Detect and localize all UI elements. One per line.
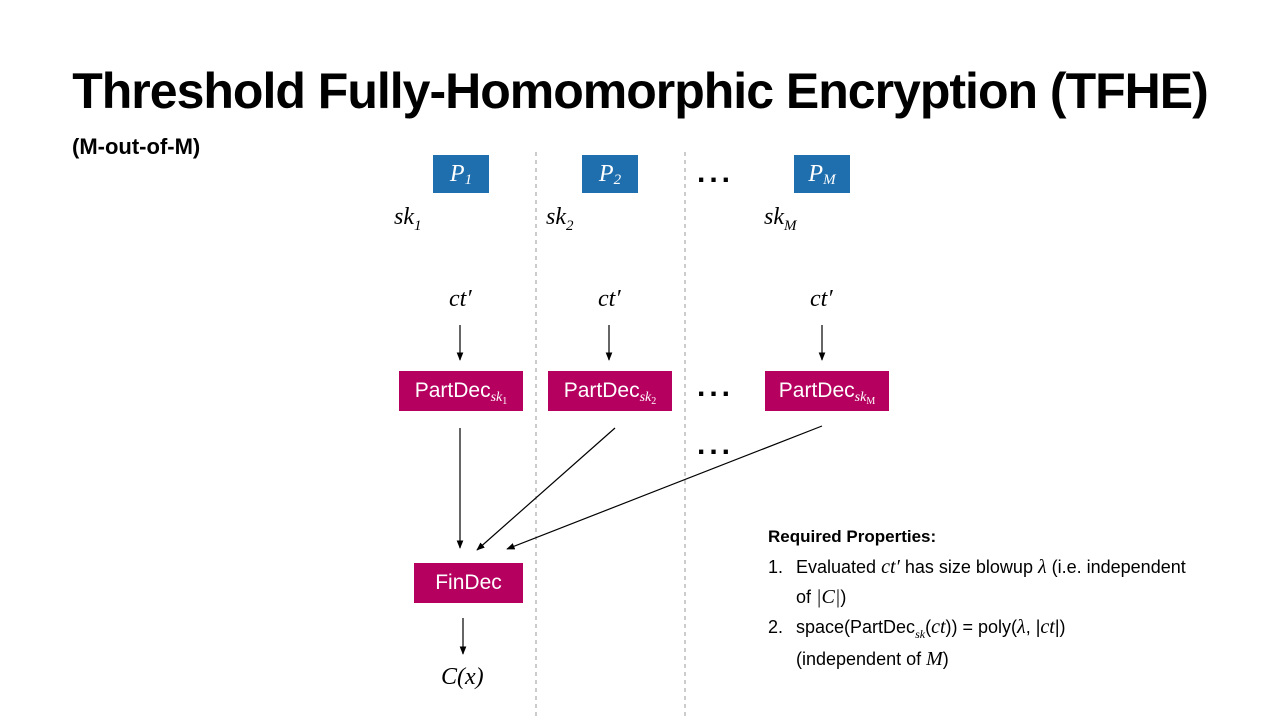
connector-ellipsis: ... — [697, 428, 735, 461]
party-label: P — [808, 160, 824, 187]
output-label: C(x) — [441, 664, 484, 690]
ciphertext-m: ct′ — [810, 286, 833, 312]
party-ellipsis: ... — [697, 156, 735, 189]
party-label: P — [449, 160, 465, 187]
secret-key-1: sk1 — [394, 204, 422, 234]
party-label: P — [598, 160, 614, 187]
slide-subtitle: (M-out-of-M) — [72, 134, 201, 159]
slide-title: Threshold Fully-Homomorphic Encryption (… — [72, 63, 1209, 119]
partdec-ellipsis: ... — [697, 370, 735, 403]
secret-key-m: skM — [764, 204, 797, 234]
findec-box: FinDec — [414, 563, 523, 603]
properties-heading: Required Properties: — [768, 527, 937, 546]
party-subscript: 1 — [464, 171, 473, 188]
ciphertext-1: ct′ — [449, 286, 472, 312]
property-item-1: 1. Evaluated ct′ has size blowup λ (i.e.… — [768, 556, 1186, 608]
ciphertext-2: ct′ — [598, 286, 621, 312]
arrow-partdec-m-findec — [506, 425, 823, 550]
party-subscript: M — [823, 171, 836, 188]
property-item-2: 2. space(PartDecsk(ct)) = poly(λ, |ct|) … — [768, 616, 1066, 670]
party-subscript: 2 — [613, 171, 622, 188]
secret-key-2: sk2 — [546, 204, 574, 234]
arrow-partdec-2-findec — [476, 427, 616, 551]
required-properties: Required Properties: 1. Evaluated ct′ ha… — [768, 522, 1248, 674]
